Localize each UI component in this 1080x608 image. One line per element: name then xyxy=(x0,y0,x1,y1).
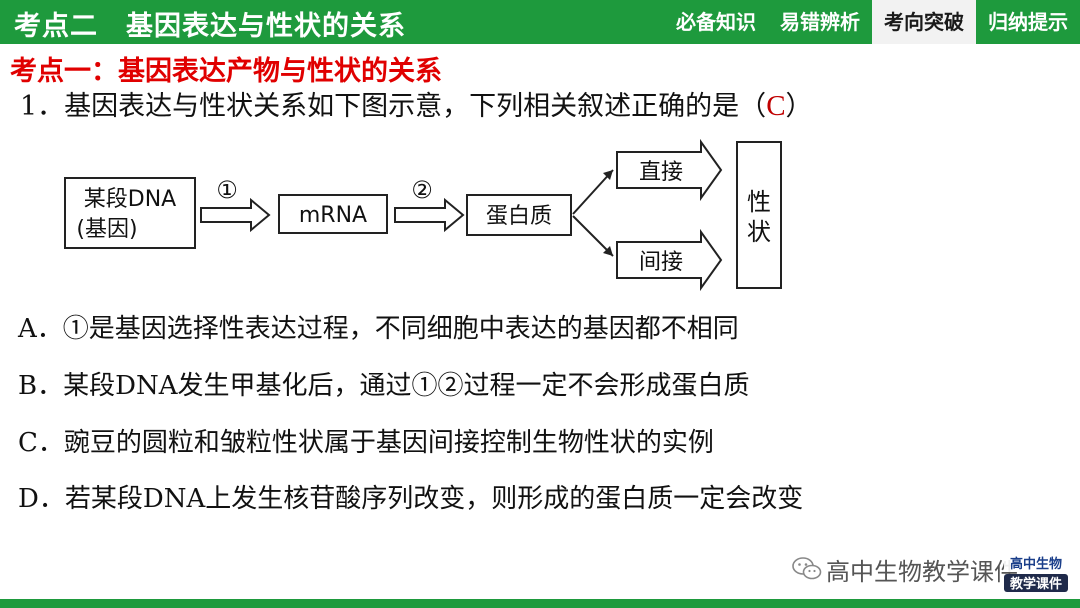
arrow-direct xyxy=(616,138,723,202)
watermark-logo-line1: 高中生物 xyxy=(1010,556,1062,572)
watermark: 高中生物教学课件 高中生物 教学课件 xyxy=(792,550,1080,596)
wechat-icon xyxy=(792,557,822,580)
question-text: 1．基因表达与性状关系如下图示意，下列相关叙述正确的是（ xyxy=(20,91,767,122)
gene-box-line1: 某段DNA xyxy=(84,187,176,212)
question-stem: 1．基因表达与性状关系如下图示意，下列相关叙述正确的是（C） xyxy=(20,84,813,123)
indirect-label: 间接 xyxy=(639,250,683,275)
section-title: 考点一：基因表达产物与性状的关系 xyxy=(10,56,442,87)
step2-label: ② xyxy=(411,176,433,204)
page-title: 考点二基因表达与性状的关系 xyxy=(14,4,406,43)
arrow-step1 xyxy=(200,197,271,233)
step1-label: ① xyxy=(216,176,238,204)
trait-label-line2: 状 xyxy=(747,218,771,246)
gene-box xyxy=(64,177,196,249)
watermark-text: 高中生物教学课件 xyxy=(826,558,1018,586)
option-a: A．①是基因选择性表达过程，不同细胞中表达的基因都不相同 xyxy=(18,314,739,344)
branch-line-direct xyxy=(572,169,614,215)
tab-required-knowledge[interactable]: 必备知识 xyxy=(676,10,756,34)
protein-label: 蛋白质 xyxy=(486,204,552,229)
question-text-end: ） xyxy=(785,91,813,122)
mrna-box xyxy=(278,194,388,234)
header-bar: 考点二基因表达与性状的关系 必备知识 易错辨析 考向突破 归纳提示 xyxy=(0,0,1080,44)
tab-error-analysis[interactable]: 易错辨析 xyxy=(780,10,860,34)
arrow-indirect xyxy=(616,228,723,292)
trait-label-line1: 性 xyxy=(747,188,771,216)
tab-exam-breakthrough[interactable]: 考向突破 xyxy=(872,0,976,44)
gene-expression-diagram: 某段DNA (基因) ① mRNA ② 蛋白质 直接 间接 性 状 xyxy=(64,138,782,292)
direct-label: 直接 xyxy=(639,160,683,185)
option-c: C．豌豆的圆粒和皱粒性状属于基因间接控制生物性状的实例 xyxy=(18,428,714,458)
mrna-label: mRNA xyxy=(299,203,367,228)
branch-line-indirect xyxy=(572,215,614,257)
trait-box xyxy=(736,141,782,289)
tab-summary-tips[interactable]: 归纳提示 xyxy=(988,10,1068,34)
tab-bar: 必备知识 易错辨析 考向突破 归纳提示 xyxy=(664,0,1080,44)
branch-arrowhead-indirect xyxy=(603,246,613,256)
footer-bar xyxy=(0,599,1080,608)
page-title-topic: 考点二 xyxy=(14,11,98,42)
gene-box-line2: (基因) xyxy=(76,217,137,242)
option-d: D．若某段DNA上发生核苷酸序列改变，则形成的蛋白质一定会改变 xyxy=(18,484,804,514)
watermark-logo: 高中生物 教学课件 xyxy=(1004,554,1068,592)
page-title-text: 基因表达与性状的关系 xyxy=(126,11,406,42)
option-b: B．某段DNA发生甲基化后，通过①②过程一定不会形成蛋白质 xyxy=(18,371,750,401)
protein-box xyxy=(466,194,572,236)
watermark-logo-line2: 教学课件 xyxy=(1009,576,1062,592)
arrow-step2 xyxy=(394,197,465,233)
answer-text: C xyxy=(766,90,786,122)
branch-arrowhead-direct xyxy=(603,170,613,180)
